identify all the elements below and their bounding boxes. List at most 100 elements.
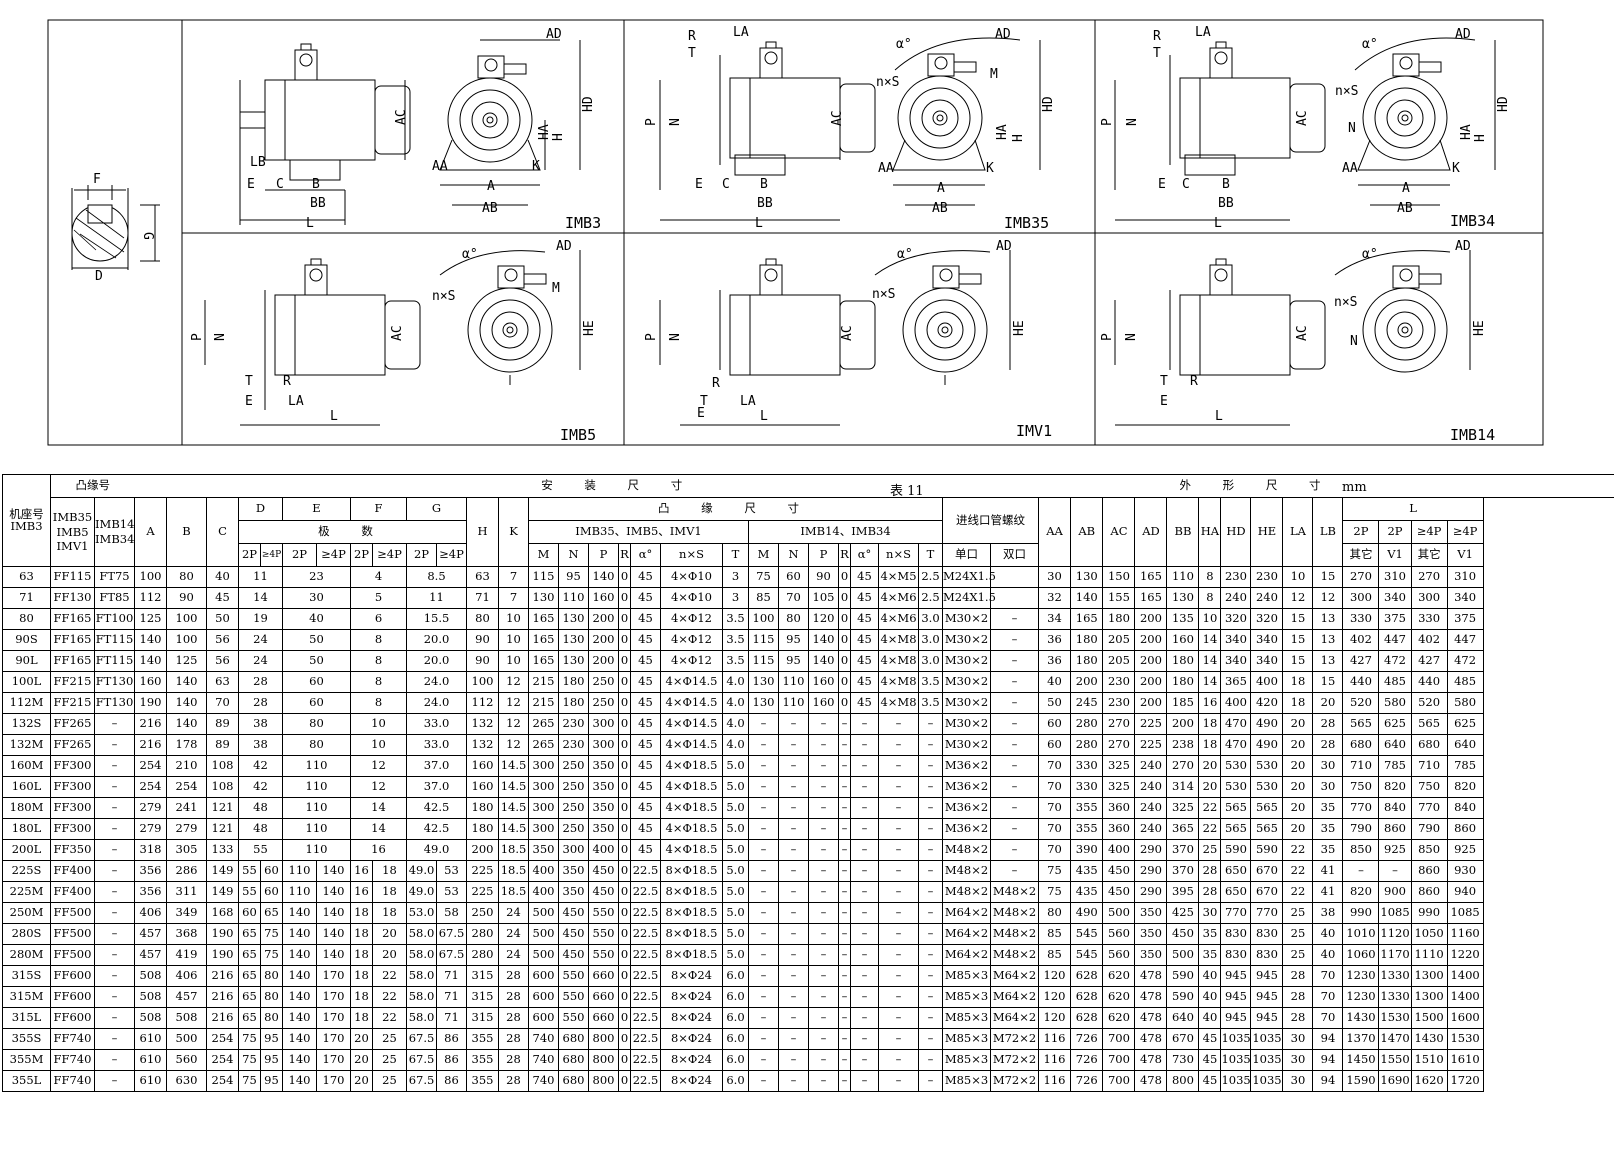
imb34-H-label: H [1473,134,1488,142]
table-cell: 215 [528,671,559,693]
table-cell: 1400 [1446,965,1484,987]
table-cell: – [850,797,879,819]
table-cell: – [850,944,879,966]
hdr-F: F [350,497,407,521]
table-cell: 680 [558,1070,589,1092]
table-cell: 590 [1220,839,1252,861]
table-cell: 330 [1069,755,1104,777]
table-cell: – [918,986,943,1008]
table-cell: 75 [748,566,779,588]
table-cell: M64×2 [990,1007,1039,1029]
table-cell: 365 [1220,671,1252,693]
table-cell: 36 [1038,629,1071,651]
table-cell: – [94,776,135,798]
imb34-drawing [1114,37,1496,221]
table-cell: 75 [238,1070,261,1092]
table-cell: 55 [238,881,261,903]
table-cell: 140 [282,1049,317,1071]
table-cell: 160 [808,692,839,714]
table-cell: 85 [748,587,779,609]
hdr-G: G [406,497,467,521]
table-cell: 490 [1250,734,1284,756]
table-cell: 320 [1220,608,1252,630]
table-cell: 20 [1198,776,1222,798]
table-cell: 200L [2,839,51,861]
imb3-H-label: H [551,133,566,141]
table-cell: 356 [134,860,167,882]
table-cell: 0 [618,818,631,840]
table-cell: 53 [436,881,467,903]
table-cell: 500 [1166,944,1200,966]
imb35-AD-label: AD [995,27,1011,42]
table-cell: 15 [1312,566,1344,588]
table-cell: 340 [1250,650,1284,672]
table-cell: 1085 [1446,902,1484,924]
table-cell: 216 [134,734,167,756]
table-cell: 710 [1342,755,1380,777]
table-cell: 14 [238,587,283,609]
table-cell: 1035 [1250,1049,1284,1071]
table-cell: – [1342,860,1380,882]
table-cell: FT130 [94,692,135,714]
table-cell: 3.5 [722,608,749,630]
table-cell: 610 [134,1028,167,1050]
table-cell: 94 [1312,1049,1344,1071]
table-cell: M48×2 [990,944,1039,966]
table-cell: FT130 [94,671,135,693]
table-cell: 18 [1198,713,1222,735]
imb34-E-label: E [1158,177,1166,192]
table-cell: – [778,755,809,777]
hdr-N1: N [558,543,589,567]
table-cell: 45 [630,818,661,840]
table-cell: – [748,881,779,903]
table-cell: 800 [1166,1070,1200,1092]
imb34-P-label: P [1100,118,1115,126]
table-cell: 4.0 [722,671,749,693]
table-cell: 12 [1312,587,1344,609]
table-cell: 830 [1250,923,1284,945]
table-cell: 680 [558,1028,589,1050]
table-cell: 565 [1250,818,1284,840]
table-cell: 356 [134,881,167,903]
table-cell: – [808,1007,839,1029]
hdr-poles: 极 数 [238,520,467,544]
imb35-H-label: H [1011,134,1026,142]
table-cell: 300 [1410,587,1448,609]
table-cell: 180M [2,797,51,819]
table-cell: 55 [238,860,261,882]
table-cell: – [94,1070,135,1092]
imb5-M-label: M [552,281,560,296]
table-cell: 225 [466,860,499,882]
imb35-LA-label: LA [733,25,749,40]
table-cell: 120 [808,608,839,630]
hdr-L-2p: 2P [1342,520,1380,544]
table-cell: 20 [1282,755,1314,777]
table-cell: 140 [282,1070,317,1092]
table-cell: 279 [134,797,167,819]
table-cell: 100L [2,671,51,693]
table-cell: 1060 [1342,944,1380,966]
table-cell: M85×3 [942,965,991,987]
table-cell: – [878,965,919,987]
table-cell: – [94,881,135,903]
table-cell: 230 [1250,566,1284,588]
table-cell: 4.0 [722,734,749,756]
table-cell: 640 [1378,734,1412,756]
table-cell: 130 [1166,587,1200,609]
table-cell: 4×M8 [878,692,919,714]
table-cell: 625 [1446,713,1484,735]
table-cell: – [808,944,839,966]
hdr-K: K [498,497,529,567]
hdr-L-4p-v1: ≥4P [1446,520,1484,544]
table-cell: 500 [528,944,559,966]
table-cell: 16 [350,881,373,903]
table-cell: – [850,713,879,735]
table-cell: 40 [1198,965,1222,987]
imv1-alpha-label: α° [897,247,913,262]
table-cell: 170 [316,965,351,987]
table-cell: 22 [1282,881,1314,903]
table-cell: 24 [238,629,283,651]
table-cell: 425 [1166,902,1200,924]
